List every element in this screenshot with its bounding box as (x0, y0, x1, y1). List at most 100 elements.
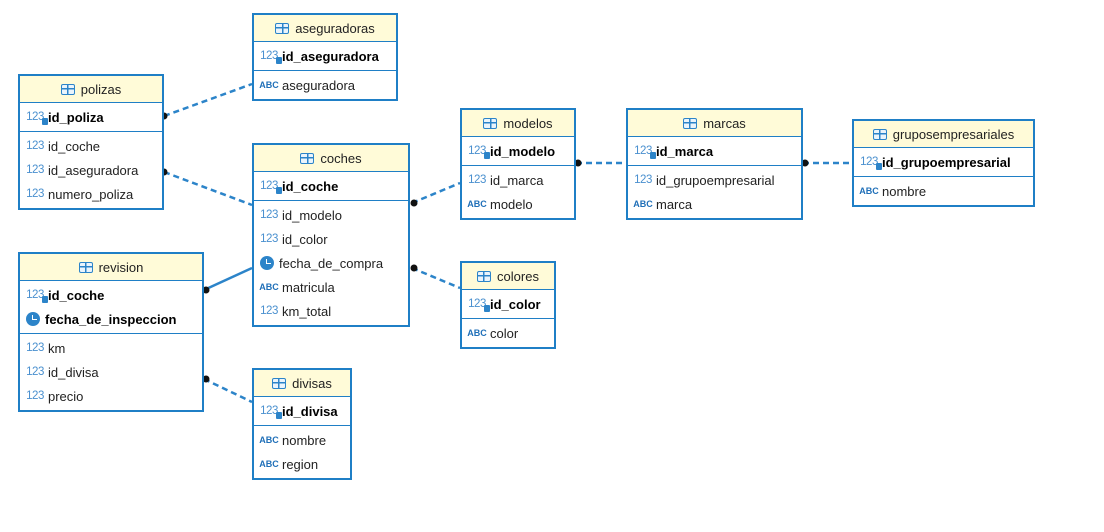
numeric-type-icon: 123 (260, 305, 278, 317)
entity-divisas[interactable]: divisas 123 id_divisa ABC nombre ABC reg… (252, 368, 352, 480)
attribute-section: 123 km 123 id_divisa 123 precio (20, 334, 202, 410)
column-row[interactable]: 123 id_divisa (20, 360, 202, 384)
column-row[interactable]: 123 id_divisa (254, 399, 350, 423)
column-name: precio (48, 388, 84, 404)
column-row[interactable]: ABC color (462, 321, 554, 345)
column-row[interactable]: fecha_de_inspeccion (20, 307, 202, 331)
column-row[interactable]: 123 id_aseguradora (20, 158, 162, 182)
column-row[interactable]: 123 id_color (462, 292, 554, 316)
column-name: id_coche (48, 287, 105, 303)
link-coches-colores (411, 266, 461, 290)
primary-key-section: 123 id_grupoempresarial (854, 148, 1033, 177)
column-name: id_coche (48, 138, 101, 154)
entity-header[interactable]: colores (462, 263, 554, 290)
entity-header[interactable]: polizas (20, 76, 162, 103)
text-type-icon: ABC (633, 199, 653, 209)
column-name: matricula (282, 279, 335, 295)
link-end-dot (202, 286, 210, 294)
entity-aseguradoras[interactable]: aseguradoras 123 id_aseguradora ABC aseg… (252, 13, 398, 101)
attribute-section: ABC aseguradora (254, 71, 396, 99)
entity-header[interactable]: marcas (628, 110, 801, 137)
column-row[interactable]: 123 id_modelo (462, 139, 574, 163)
entity-header[interactable]: revision (20, 254, 202, 281)
column-row[interactable]: 123 id_grupoempresarial (854, 150, 1033, 174)
column-name: modelo (490, 196, 533, 212)
entity-polizas[interactable]: polizas 123 id_poliza 123 id_coche 123 i… (18, 74, 164, 210)
column-row[interactable]: ABC nombre (854, 179, 1033, 203)
entity-colores[interactable]: colores 123 id_color ABC color (460, 261, 556, 349)
text-type-icon: ABC (467, 199, 487, 209)
entity-header[interactable]: divisas (254, 370, 350, 397)
text-type-icon: ABC (259, 435, 279, 445)
column-row[interactable]: ABC nombre (254, 428, 350, 452)
column-name: id_poliza (48, 109, 104, 125)
entity-header[interactable]: aseguradoras (254, 15, 396, 42)
entity-revision[interactable]: revision 123 id_coche fecha_de_inspeccio… (18, 252, 204, 412)
clock-icon (260, 256, 274, 270)
numeric-key-icon: 123 (24, 289, 48, 303)
numeric-type-icon: 123 (26, 188, 44, 200)
column-row[interactable]: 123 id_marca (462, 168, 574, 192)
column-row[interactable]: 123 numero_poliza (20, 182, 162, 206)
column-name: id_divisa (48, 364, 99, 380)
attribute-section: ABC nombre ABC region (254, 426, 350, 478)
numeric-key-icon: 123 (858, 156, 882, 170)
column-name: id_color (282, 231, 328, 247)
column-name: km (48, 340, 66, 356)
text-type-icon: ABC (467, 328, 487, 338)
table-icon (275, 22, 290, 34)
numeric-key-icon: 123 (258, 405, 282, 419)
column-name: id_modelo (490, 143, 556, 159)
link-end-dot (801, 159, 809, 167)
entity-coches[interactable]: coches 123 id_coche 123 id_modelo 123 id… (252, 143, 410, 327)
column-row[interactable]: 123 precio (20, 384, 202, 408)
column-row[interactable]: ABC marca (628, 192, 801, 216)
column-row[interactable]: 123 id_color (254, 227, 408, 251)
column-row[interactable]: 123 km_total (254, 299, 408, 323)
text-type-icon: ABC (259, 459, 279, 469)
column-row[interactable]: 123 id_coche (20, 283, 202, 307)
column-name: fecha_de_inspeccion (45, 311, 177, 327)
column-row[interactable]: ABC modelo (462, 192, 574, 216)
primary-key-section: 123 id_marca (628, 137, 801, 166)
text-type-icon: ABC (859, 186, 879, 196)
entity-header[interactable]: modelos (462, 110, 574, 137)
entity-gruposempresariales[interactable]: gruposempresariales 123 id_grupoempresar… (852, 119, 1035, 207)
primary-key-section: 123 id_coche fecha_de_inspeccion (20, 281, 202, 334)
column-row[interactable]: ABC matricula (254, 275, 408, 299)
entity-title: revision (98, 259, 144, 275)
entity-modelos[interactable]: modelos 123 id_modelo 123 id_marca ABC m… (460, 108, 576, 220)
numeric-type-icon: 123 (260, 209, 278, 221)
numeric-type-icon: 123 (26, 342, 44, 354)
column-name: id_coche (282, 178, 339, 194)
entity-header[interactable]: gruposempresariales (854, 121, 1033, 148)
column-name: nombre (282, 432, 327, 448)
attribute-section: 123 id_coche 123 id_aseguradora 123 nume… (20, 132, 162, 208)
column-name: id_marca (490, 172, 544, 188)
column-row[interactable]: 123 id_coche (20, 134, 162, 158)
column-row[interactable]: 123 id_marca (628, 139, 801, 163)
entity-header[interactable]: coches (254, 145, 408, 172)
column-name: aseguradora (282, 77, 355, 93)
column-row[interactable]: 123 id_aseguradora (254, 44, 396, 68)
column-name: color (490, 325, 519, 341)
numeric-type-icon: 123 (26, 140, 44, 152)
column-row[interactable]: 123 km (20, 336, 202, 360)
column-name: nombre (882, 183, 927, 199)
link-end-dot (202, 375, 210, 383)
column-row[interactable]: 123 id_modelo (254, 203, 408, 227)
column-row[interactable]: ABC aseguradora (254, 73, 396, 97)
column-row[interactable]: 123 id_poliza (20, 105, 162, 129)
column-row[interactable]: 123 id_coche (254, 174, 408, 198)
table-icon (477, 270, 492, 282)
primary-key-section: 123 id_aseguradora (254, 42, 396, 71)
entity-title: divisas (292, 375, 332, 391)
numeric-key-icon: 123 (466, 145, 490, 159)
numeric-type-icon: 123 (634, 174, 652, 186)
entity-marcas[interactable]: marcas 123 id_marca 123 id_grupoempresar… (626, 108, 803, 220)
table-icon (483, 117, 498, 129)
column-name: id_grupoempresarial (656, 172, 775, 188)
column-row[interactable]: ABC region (254, 452, 350, 476)
column-row[interactable]: fecha_de_compra (254, 251, 408, 275)
column-row[interactable]: 123 id_grupoempresarial (628, 168, 801, 192)
